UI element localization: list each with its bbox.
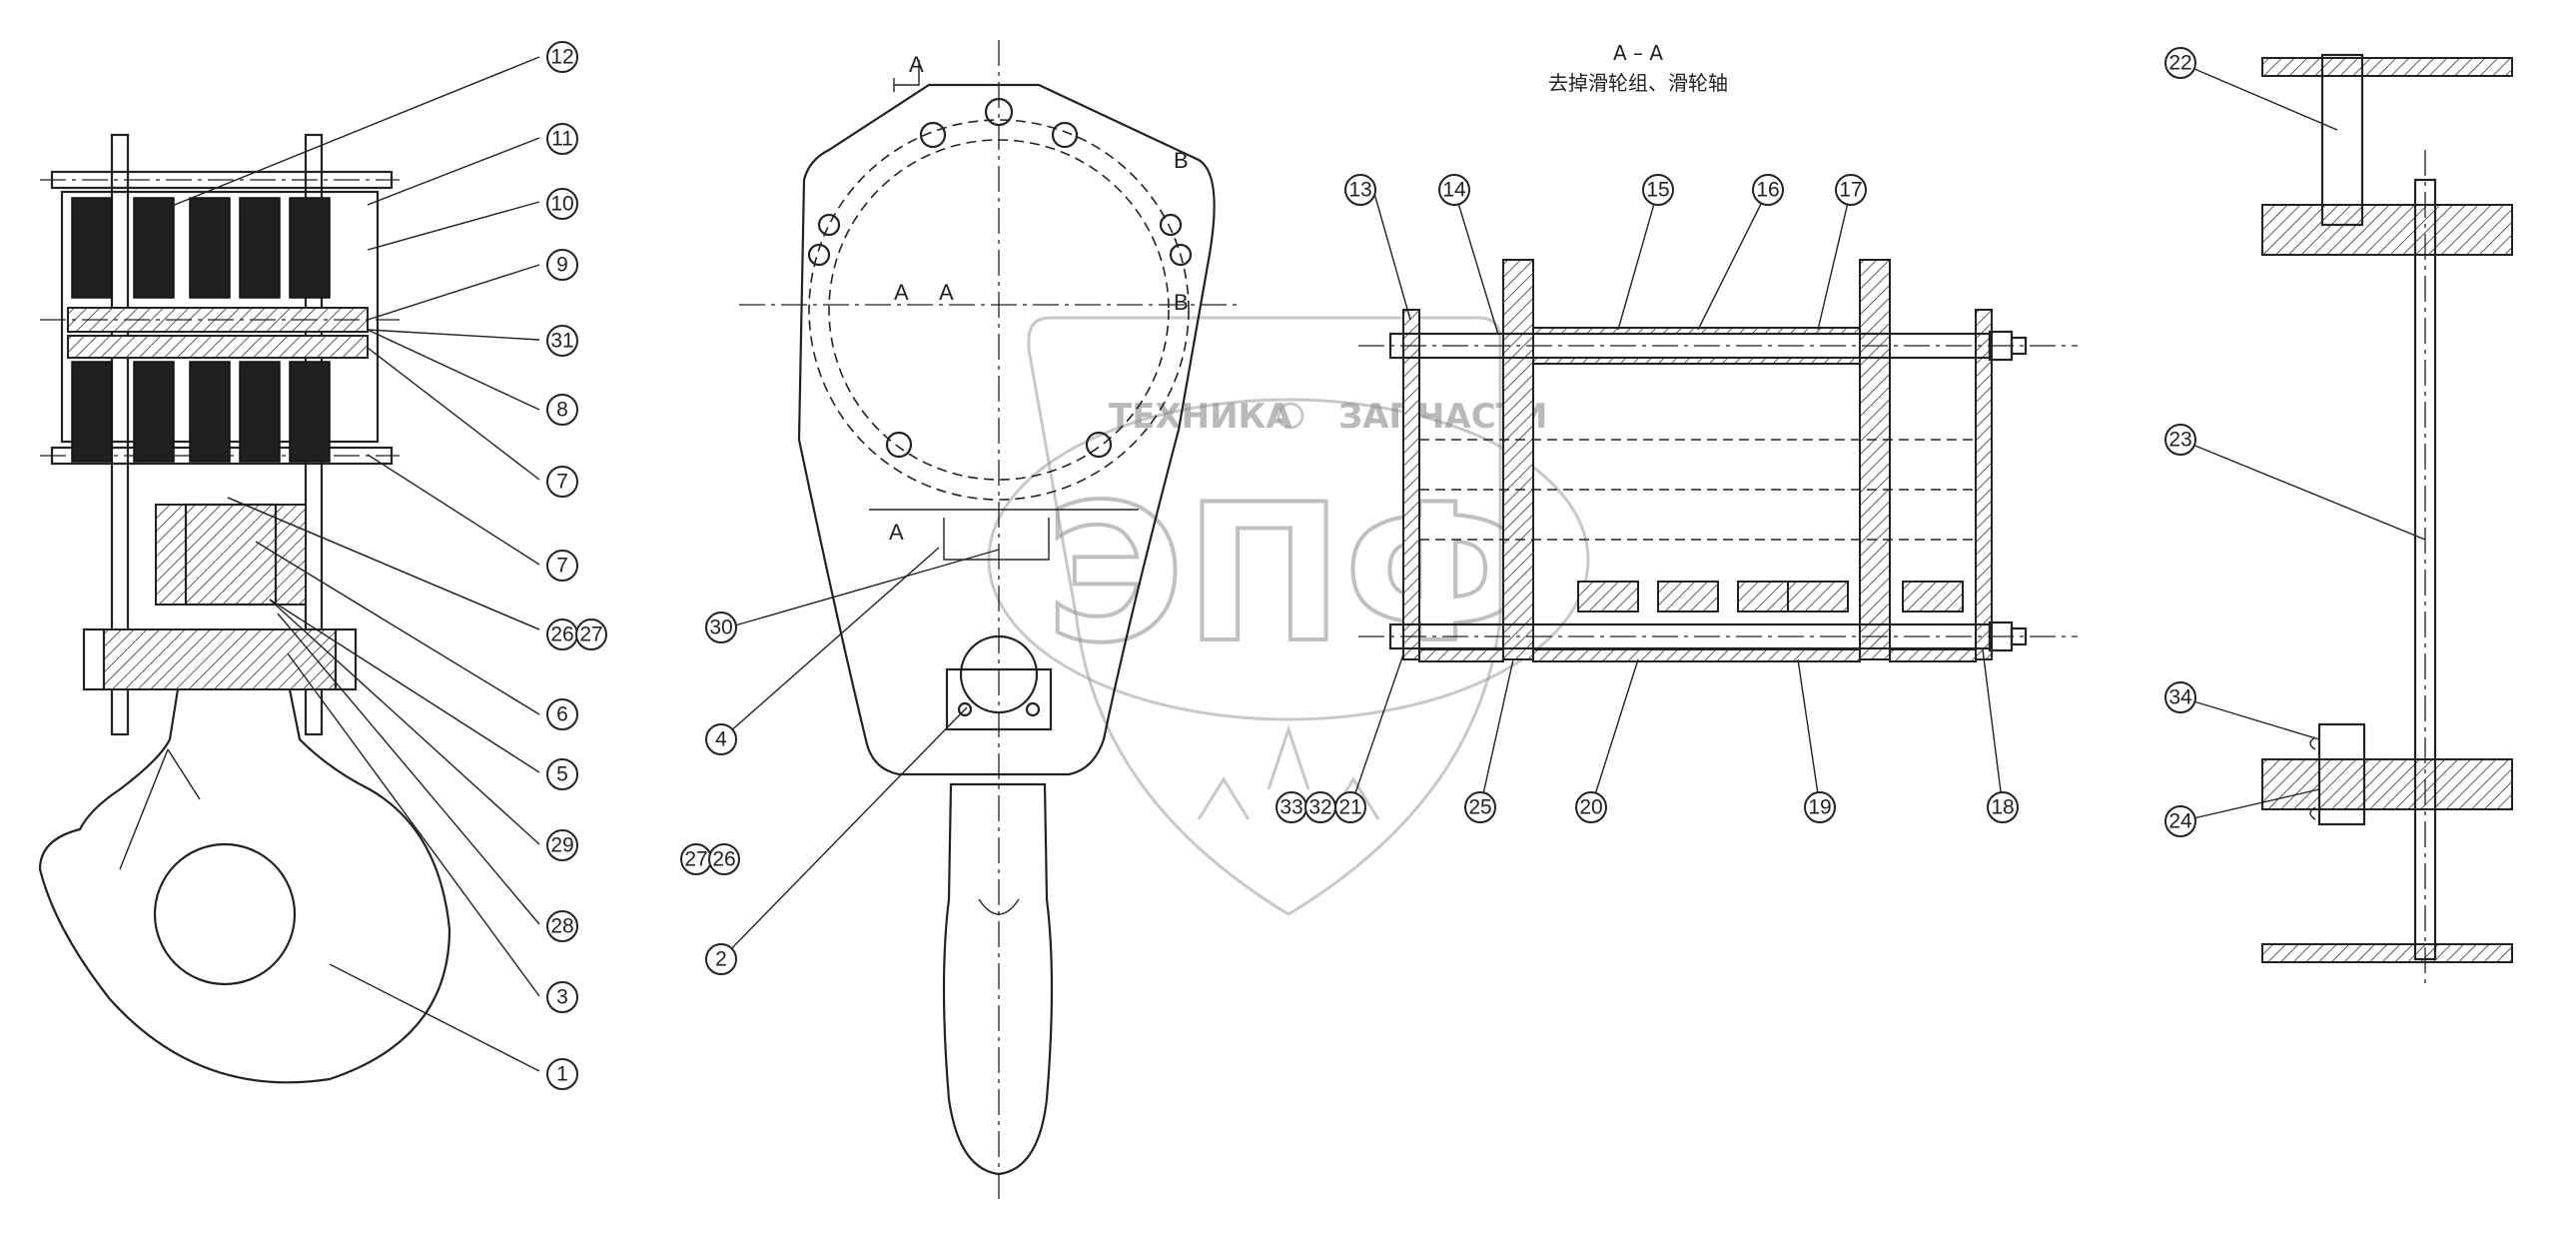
callout-34: 34 — [2164, 681, 2196, 713]
pulley-set-upper — [71, 197, 331, 299]
callout-15: 15 — [1642, 174, 1674, 206]
section-a-a-view: A – A 去掉滑轮组、滑轮轴 — [1358, 41, 2078, 662]
callout-11: 11 — [546, 123, 578, 155]
callout-33: 33 — [1276, 791, 1307, 823]
view-label-a-center: A — [894, 280, 909, 305]
callout-27: 27 — [575, 618, 607, 650]
svg-text:9: 9 — [556, 254, 568, 277]
svg-text:25: 25 — [1468, 796, 1491, 819]
callout-24: 24 — [2164, 805, 2196, 837]
callout-7b: 7 — [546, 550, 578, 582]
callout-6: 6 — [546, 698, 578, 730]
callout-9: 9 — [546, 249, 578, 281]
callout-26: 26 — [546, 618, 578, 650]
view-label-a-center2: A — [939, 280, 954, 305]
svg-text:6: 6 — [556, 703, 568, 726]
svg-text:18: 18 — [1991, 796, 2014, 819]
callout-7a: 7 — [546, 466, 578, 498]
callout-13: 13 — [1344, 174, 1376, 206]
svg-text:14: 14 — [1442, 179, 1466, 202]
svg-text:19: 19 — [1808, 796, 1831, 819]
svg-text:4: 4 — [715, 728, 727, 751]
svg-text:20: 20 — [1579, 796, 1602, 819]
svg-text:1: 1 — [556, 1063, 568, 1086]
svg-text:24: 24 — [2168, 810, 2192, 833]
hook — [38, 688, 451, 1084]
section-title: A – A — [1613, 41, 1663, 65]
svg-text:32: 32 — [1308, 796, 1331, 819]
callout-21: 21 — [1334, 791, 1366, 823]
callout-14: 14 — [1438, 174, 1470, 206]
view-label-a-top: A — [909, 52, 924, 77]
svg-text:13: 13 — [1348, 179, 1371, 202]
callout-2: 2 — [705, 943, 737, 975]
side-section-view — [38, 133, 451, 1084]
callout-32: 32 — [1304, 791, 1336, 823]
callout-27b: 27 — [680, 843, 712, 875]
callout-23: 23 — [2164, 424, 2196, 456]
svg-text:26: 26 — [550, 623, 573, 646]
svg-text:15: 15 — [1646, 179, 1669, 202]
svg-text:17: 17 — [1839, 179, 1862, 202]
svg-text:2: 2 — [715, 948, 727, 971]
svg-text:7: 7 — [556, 555, 568, 578]
callout-22: 22 — [2164, 47, 2196, 79]
leader-lines — [149, 56, 2426, 1072]
svg-text:11: 11 — [551, 128, 573, 151]
callout-30: 30 — [705, 612, 737, 643]
callout-bubbles: 1 2 3 4 5 6 7 7 8 9 10 11 12 31 26 27 29… — [546, 41, 2196, 1090]
callout-3: 3 — [546, 981, 578, 1013]
svg-text:3: 3 — [556, 986, 568, 1009]
svg-text:27: 27 — [684, 848, 707, 871]
section-subtitle: 去掉滑轮组、滑轮轴 — [1548, 71, 1728, 95]
pulley-set-lower — [71, 361, 331, 463]
view-label-b-mid: B — [1174, 290, 1189, 315]
front-view: A B A A B A — [739, 40, 1239, 1199]
svg-text:27: 27 — [579, 623, 602, 646]
callout-19: 19 — [1804, 791, 1836, 823]
callout-4: 4 — [705, 723, 737, 755]
callout-16: 16 — [1752, 174, 1784, 206]
callout-28: 28 — [546, 910, 578, 942]
view-label-b-top: B — [1174, 148, 1189, 173]
callout-5: 5 — [546, 758, 578, 790]
callout-20: 20 — [1575, 791, 1607, 823]
svg-text:8: 8 — [556, 399, 568, 422]
callout-26b: 26 — [708, 843, 740, 875]
callout-29: 29 — [546, 829, 578, 861]
callout-8: 8 — [546, 394, 578, 426]
svg-text:33: 33 — [1280, 796, 1302, 819]
callout-10: 10 — [546, 188, 578, 220]
view-label-a-left: A — [889, 520, 904, 545]
svg-text:7: 7 — [556, 471, 568, 494]
svg-text:29: 29 — [550, 834, 573, 857]
svg-text:31: 31 — [550, 330, 573, 353]
svg-text:21: 21 — [1338, 796, 1361, 819]
svg-text:22: 22 — [2168, 52, 2191, 75]
callout-18: 18 — [1987, 791, 2019, 823]
watermark: ТЕХНИКА ЗАПЧАСТИ ЭПФ — [987, 316, 1590, 916]
callout-25: 25 — [1464, 791, 1496, 823]
watermark-left-word: ТЕХНИКА — [1109, 397, 1292, 437]
svg-text:10: 10 — [550, 193, 573, 216]
callout-31: 31 — [546, 325, 578, 357]
svg-text:5: 5 — [556, 763, 568, 786]
callout-17: 17 — [1835, 174, 1867, 206]
svg-text:23: 23 — [2168, 429, 2191, 452]
callout-12: 12 — [546, 41, 578, 73]
svg-text:26: 26 — [712, 848, 735, 871]
callout-1: 1 — [546, 1058, 578, 1090]
right-detail-view — [2261, 53, 2513, 989]
svg-text:16: 16 — [1756, 179, 1779, 202]
svg-text:34: 34 — [2168, 686, 2192, 709]
gear-icon — [1277, 402, 1304, 430]
svg-text:28: 28 — [550, 915, 573, 938]
svg-text:30: 30 — [709, 617, 732, 639]
svg-text:12: 12 — [550, 46, 573, 69]
